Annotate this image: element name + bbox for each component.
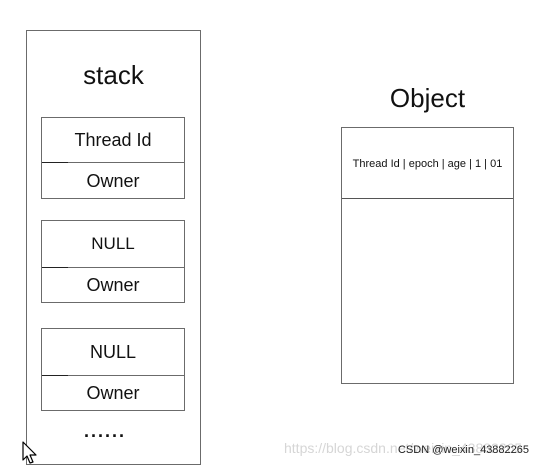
watermark-url: https://blog.csdn.net/weixin_43882265 bbox=[284, 440, 523, 456]
lock-record-3-owner: Owner bbox=[86, 383, 140, 403]
lock-record-2-divider bbox=[42, 267, 184, 268]
lock-record-1: Thread Id Owner bbox=[41, 117, 185, 199]
stack-more-ellipsis: ...... bbox=[84, 421, 127, 441]
stack-title: stack bbox=[83, 60, 144, 90]
mouse-cursor-icon bbox=[22, 441, 38, 470]
object-mark-word: Thread Id | epoch | age | 1 | 01 bbox=[352, 158, 503, 170]
object-title: Object bbox=[389, 83, 466, 113]
lock-record-3: NULL Owner bbox=[41, 328, 185, 411]
lock-record-1-divider bbox=[42, 162, 184, 163]
watermark-tag: CSDN @weixin_43882265 bbox=[398, 444, 530, 456]
lock-record-2-owner: Owner bbox=[86, 275, 140, 295]
lock-record-1-owner: Owner bbox=[86, 170, 140, 191]
lock-record-3-divider-mark bbox=[42, 375, 68, 376]
object-header-divider bbox=[342, 198, 513, 199]
lock-record-3-displaced-header: NULL bbox=[89, 341, 137, 362]
lock-record-1-displaced-header: Thread Id bbox=[74, 129, 152, 150]
object-box: Thread Id | epoch | age | 1 | 01 bbox=[341, 127, 514, 384]
lock-record-1-divider-mark bbox=[42, 162, 68, 163]
lock-record-2-displaced-header: NULL bbox=[91, 234, 135, 253]
lock-record-2-divider-mark bbox=[42, 267, 68, 268]
lock-record-3-divider bbox=[42, 375, 184, 376]
lock-record-2: NULL Owner bbox=[41, 220, 185, 303]
